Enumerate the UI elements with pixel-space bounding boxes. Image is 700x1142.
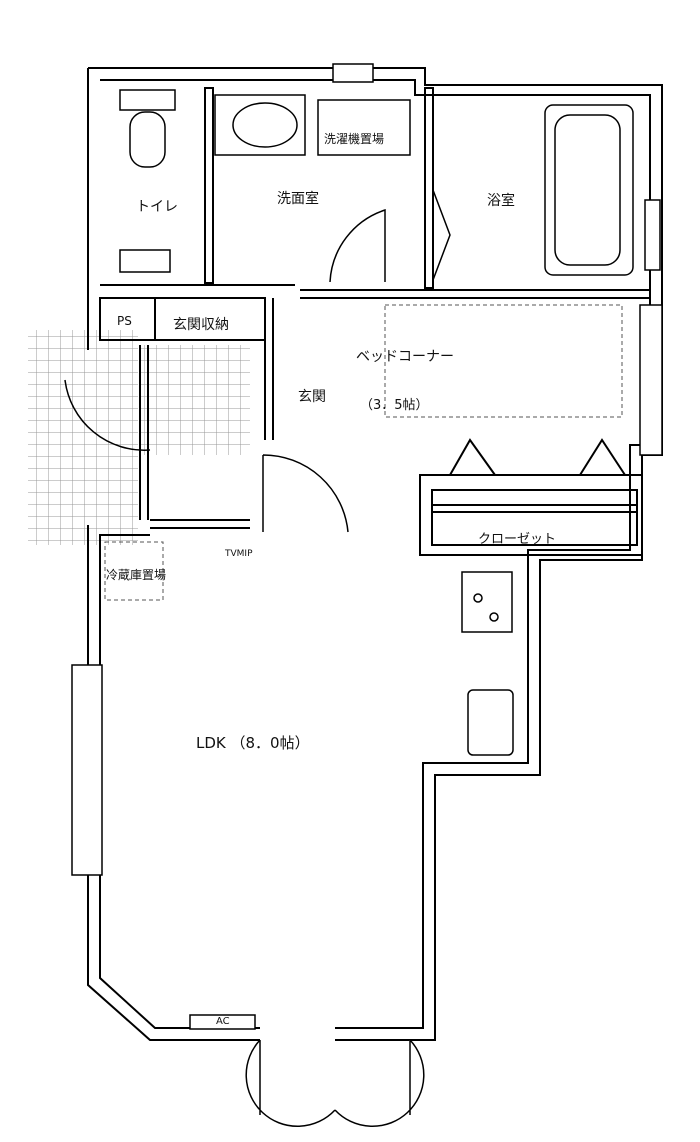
label-closet: クローゼット (478, 532, 557, 547)
entry-tiles (140, 345, 250, 455)
porch-tiles (28, 330, 138, 545)
label-entrance: 玄関 (298, 389, 326, 405)
inner-walls (99, 87, 650, 556)
label-tv: TVMIP (225, 549, 253, 559)
label-toilet: トイレ (136, 199, 178, 215)
label-bed-corner: ベッドコーナー (356, 349, 454, 365)
label-bath: 浴室 (487, 193, 515, 209)
dashed-areas (104, 304, 623, 601)
windows-doors (71, 63, 663, 1128)
label-fridge: 冷蔵庫置場 (106, 568, 167, 582)
label-ac: AC (216, 1016, 230, 1027)
label-laundry: 洗濯機置場 (324, 132, 385, 146)
label-ldk: LDK （8．0帖） (196, 734, 310, 752)
label-washroom: 洗面室 (277, 191, 319, 207)
label-entrance-storage: 玄関収納 (173, 317, 229, 333)
fixtures (64, 89, 634, 756)
label-bed-size: （3．5帖） (360, 398, 429, 413)
label-ps: PS (117, 314, 132, 328)
